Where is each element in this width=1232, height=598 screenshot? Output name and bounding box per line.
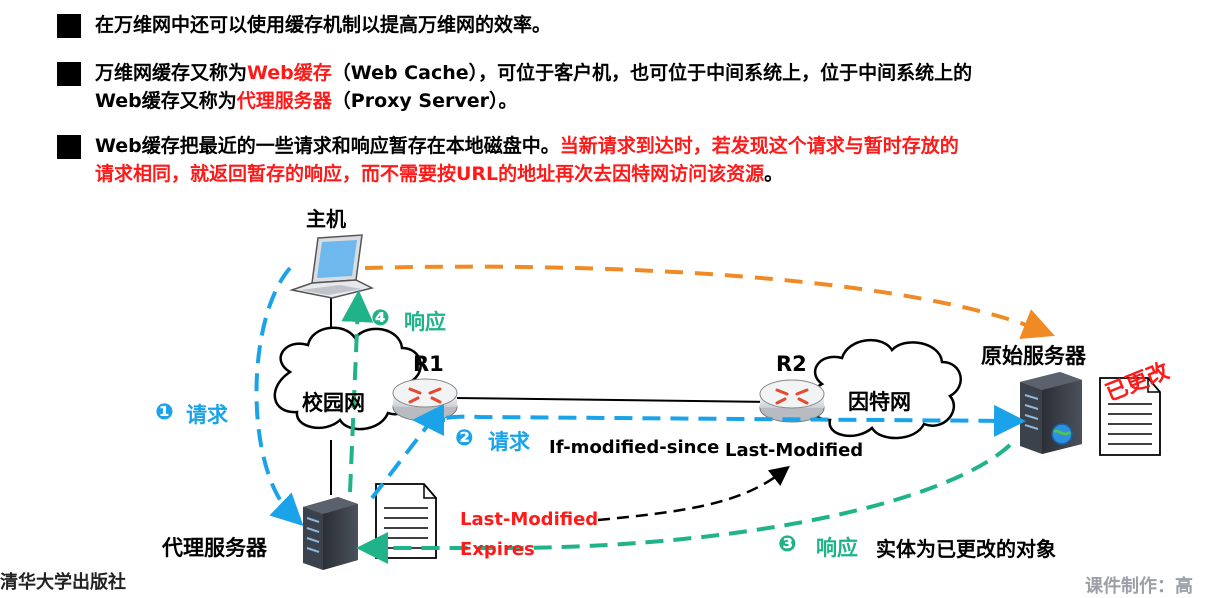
bullet-2-line-2: Web缓存又称为代理服务器（Proxy Server）。 xyxy=(95,88,517,114)
step3-label: 响应 xyxy=(816,536,858,560)
arrow-step4-response xyxy=(341,290,374,493)
highlight-text: 代理服务器 xyxy=(236,90,332,112)
step4-label: 响应 xyxy=(404,310,446,334)
bullet-text-segment: Web缓存又称为 xyxy=(95,90,237,112)
origin-server-label: 原始服务器 xyxy=(981,344,1086,368)
bullet-3-line-1: Web缓存把最近的一些请求和响应暂存在本地磁盘中。当新请求到达时，若发现这个请求… xyxy=(95,133,959,159)
bullet-square xyxy=(57,135,81,159)
bullet-text-segment: Web缓存把最近的一些请求和响应暂存在本地磁盘中。 xyxy=(95,135,560,157)
bullet-square xyxy=(57,62,81,86)
courseware-credit: 课件制作：高 xyxy=(1085,576,1193,597)
highlight-text: 请求相同，就返回暂存的响应，而不需要按URL的地址再次去因特网访问该资源 xyxy=(95,163,765,185)
bullet-text-segment: 在万维网中还可以使用缓存机制以提高万维网的效率。 xyxy=(95,14,552,36)
laptop-icon xyxy=(289,234,375,299)
if-modified-since-label: If-modified-since xyxy=(549,437,720,458)
bullet-3-line-2: 请求相同，就返回暂存的响应，而不需要按URL的地址再次去因特网访问该资源。 xyxy=(95,161,783,187)
internet-label: 因特网 xyxy=(848,390,911,414)
origin-server-icon xyxy=(1020,372,1082,454)
internet-cloud xyxy=(807,338,962,440)
campus-network-label: 校园网 xyxy=(302,391,365,415)
arrow-last-modified-link xyxy=(597,465,790,522)
step2-label: 请求 xyxy=(488,430,530,454)
highlight-text: Web缓存 xyxy=(247,62,332,84)
arrow-direct-host-origin xyxy=(364,264,1055,340)
entity-changed-label: 实体为已更改的对象 xyxy=(876,537,1056,561)
bullet-2-line-1: 万维网缓存又称为Web缓存（Web Cache），可位于客户机，也可位于中间系统… xyxy=(95,60,972,86)
proxy-server-label: 代理服务器 xyxy=(162,536,267,560)
step4-number: ❹ xyxy=(371,306,390,331)
bullet-text-segment: （Proxy Server）。 xyxy=(331,90,518,112)
arrow-step1-request xyxy=(254,266,304,527)
highlight-text: 当新请求到达时，若发现这个请求与暂时存放的 xyxy=(559,135,959,157)
arrow-step3-response xyxy=(356,443,1012,564)
router-r2-icon xyxy=(759,379,825,423)
bullet-1-text: 在万维网中还可以使用缓存机制以提高万维网的效率。 xyxy=(95,12,551,38)
last-modified-label: Last-Modified xyxy=(725,440,864,461)
proxy-server-icon xyxy=(303,497,358,570)
publisher-logo: 清华大学出版社 xyxy=(0,572,126,593)
step1-label: 请求 xyxy=(186,403,228,427)
doc-expires-label: Expires xyxy=(460,539,535,560)
bullet-text-segment: 。 xyxy=(764,163,784,185)
bullet-square xyxy=(57,14,81,38)
router-r1-icon xyxy=(392,378,458,422)
host-label: 主机 xyxy=(306,207,346,231)
bullet-text-segment: （Web Cache），可位于客户机，也可位于中间系统上，位于中间系统上的 xyxy=(331,62,973,84)
bullet-text-segment: 万维网缓存又称为 xyxy=(95,62,248,84)
r2-label: R2 xyxy=(776,352,807,376)
step2-number: ❷ xyxy=(455,426,474,451)
doc-last-modified-label: Last-Modified xyxy=(460,509,599,530)
step3-number: ❸ xyxy=(778,532,797,557)
step1-number: ❶ xyxy=(155,400,174,425)
origin-document-icon xyxy=(1099,377,1161,456)
r1-r2-link-line xyxy=(454,397,771,403)
r1-label: R1 xyxy=(413,352,444,376)
